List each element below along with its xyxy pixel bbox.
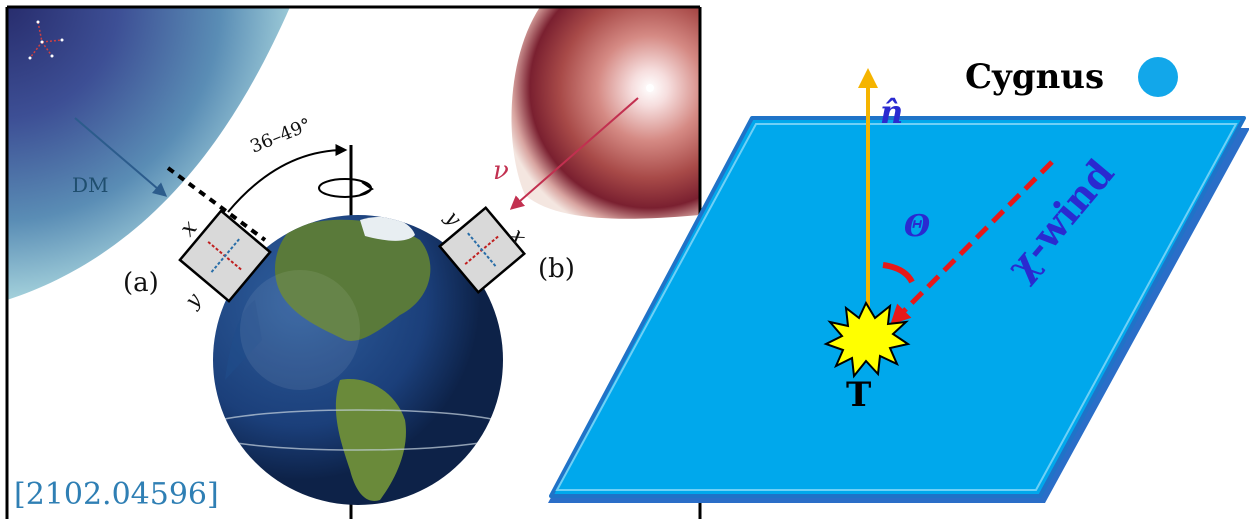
angle-arc (227, 144, 348, 213)
target-label: T (846, 375, 872, 415)
theta-angle-arc (882, 262, 915, 284)
detector-b-label: (b) (538, 254, 575, 284)
neutrino-source-gradient (511, 7, 700, 219)
dm-label: DM (72, 173, 109, 197)
right-panel (548, 0, 1249, 519)
earth-globe-icon (213, 215, 503, 505)
recoil-burst-icon (823, 300, 911, 379)
rotation-arrow-icon (318, 178, 374, 198)
cygnus-label: Cygnus (965, 57, 1105, 97)
wind-direction-arrow (890, 160, 1054, 325)
neutrino-flow-arrow (509, 97, 639, 210)
neutrino-label: ν (493, 156, 509, 186)
reference-label: [2102.04596] (10, 478, 223, 512)
detector-a-label: (a) (123, 268, 159, 298)
left-panel (7, 7, 700, 519)
constellation-icon (28, 20, 64, 60)
detector-b (437, 205, 527, 295)
theta-label: Θ (904, 209, 931, 244)
normal-vector-label: n̂ (880, 93, 904, 131)
dm-flow-arrow (74, 117, 168, 197)
dm-halo-gradient (7, 7, 290, 300)
cygnus-dot-icon (1138, 57, 1178, 97)
detector-a (178, 209, 272, 303)
